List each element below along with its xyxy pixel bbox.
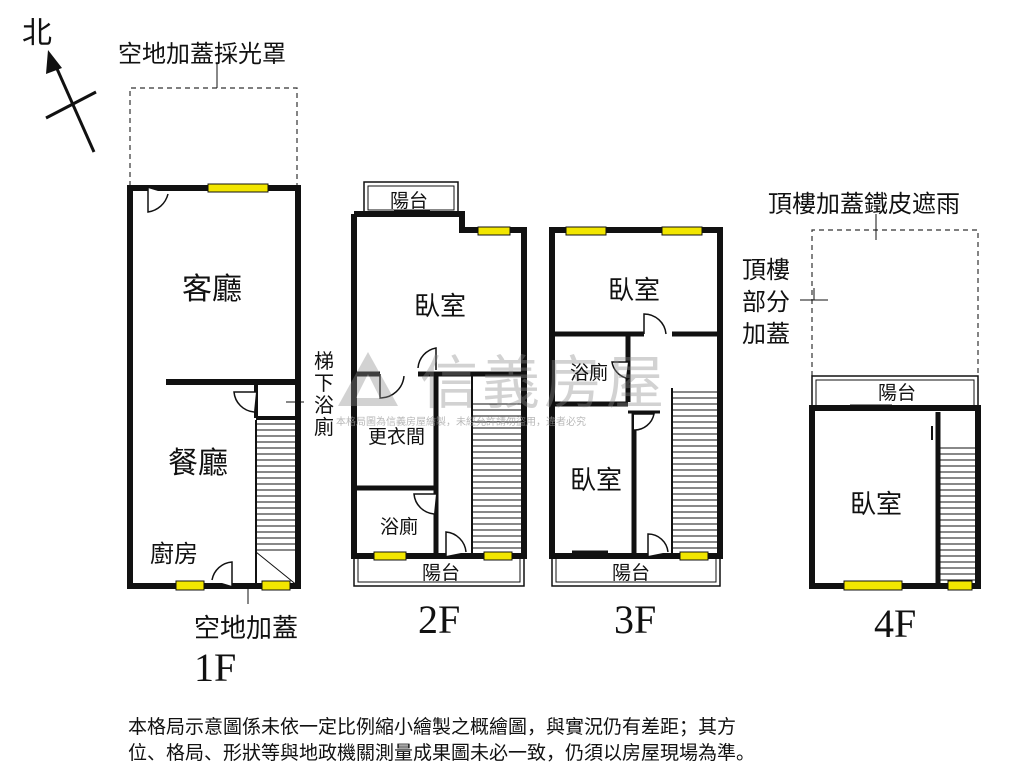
floor-1f-plan — [127, 183, 301, 591]
room-dining: 餐廳 — [168, 446, 228, 481]
stair-treads — [472, 403, 524, 549]
skylight-outline — [129, 87, 298, 186]
room-bedroom-2f: 臥室 — [414, 292, 467, 322]
window — [261, 580, 291, 591]
extension-1f-label: 空地加蓋 — [194, 614, 299, 644]
room-bedroom-4f: 臥室 — [850, 490, 903, 520]
room-balcony-2f-bottom: 陽台 — [422, 562, 461, 584]
house-logo-icon — [338, 352, 398, 406]
stair-treads — [672, 391, 720, 549]
stair-treads — [938, 447, 978, 581]
stair-treads — [256, 423, 298, 551]
room-balcony-4f: 陽台 — [878, 382, 917, 404]
roof-rain-label: 頂樓加蓋鐵皮遮雨 — [768, 190, 960, 218]
room-bath-3f: 浴廁 — [570, 362, 609, 384]
disclaimer-line-1: 本格局示意圖係未依一定比例縮小繪製之概繪圖，與實況仍有差距；其方 — [128, 716, 737, 738]
floor-2f-plan — [351, 181, 527, 587]
floor-label-2f: 2F — [418, 597, 461, 642]
floor-label-3f: 3F — [614, 597, 657, 642]
window — [175, 580, 205, 591]
room-bedroom-3f-bottom: 臥室 — [570, 466, 623, 496]
floor-label-1f: 1F — [194, 645, 237, 690]
room-balcony-2f-top: 陽台 — [390, 190, 429, 212]
disclaimer-line-2: 位、格局、形狀等與地政機關測量成果圖未必一致，仍須以房屋現場為準。 — [128, 742, 756, 764]
floor-label-4f: 4F — [874, 601, 917, 646]
stairs-1f — [255, 420, 298, 586]
north-label: 北 — [22, 16, 52, 51]
stair-bath-label: 梯下浴廁 — [314, 349, 334, 439]
north-arrow-icon — [45, 50, 97, 153]
room-bath-2f: 浴廁 — [380, 516, 419, 538]
room-bedroom-3f-top: 臥室 — [608, 276, 661, 306]
room-balcony-3f: 陽台 — [612, 562, 651, 584]
window — [207, 183, 269, 193]
room-closet-2f: 更衣間 — [368, 426, 426, 448]
watermark: 信義房屋 — [336, 336, 668, 420]
watermark-brand: 信義房屋 — [420, 349, 669, 417]
floor-4f-plan — [809, 229, 981, 591]
room-living: 客廳 — [182, 272, 242, 307]
roof-partial-label: 頂樓部分加蓋 — [742, 256, 790, 348]
floor-3f-plan — [549, 226, 723, 587]
room-kitchen: 廚房 — [150, 540, 198, 568]
skylight-label: 空地加蓋採光罩 — [118, 40, 286, 68]
watermark-notice: 本格局圖為信義房屋繪製，未經允許請勿盜用，違者必究 — [336, 417, 586, 428]
